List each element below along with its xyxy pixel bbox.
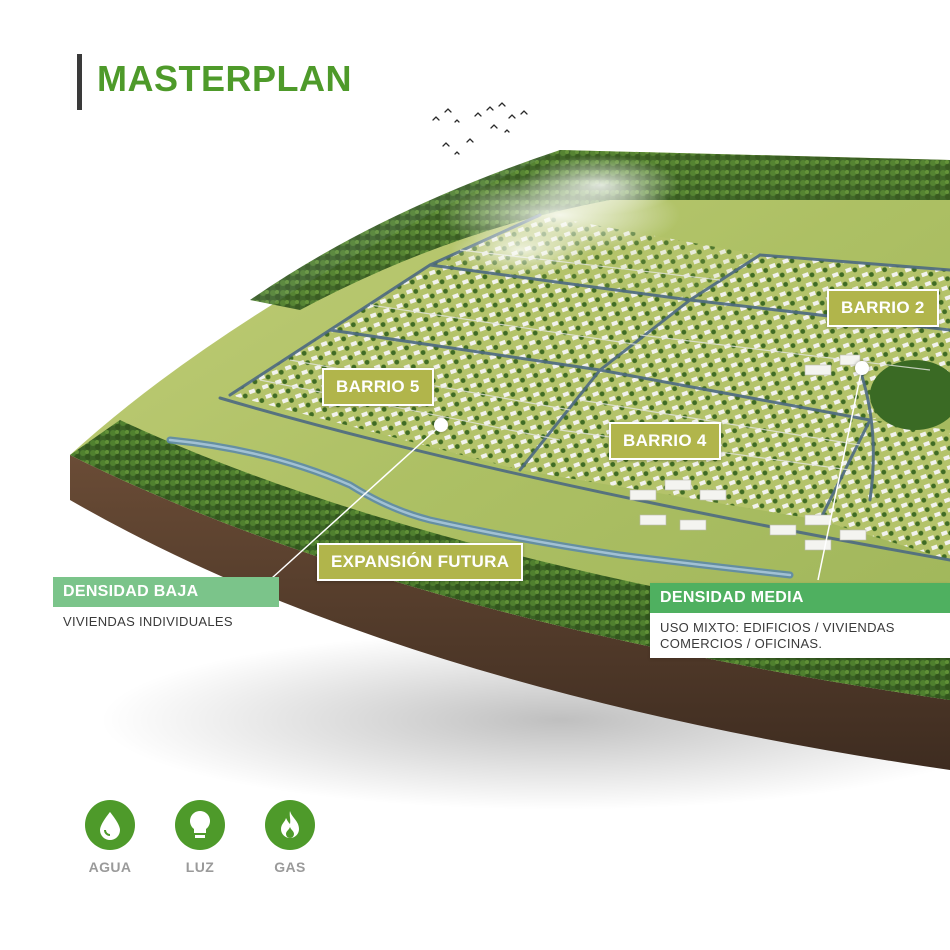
light-bulb-icon xyxy=(175,800,225,850)
title-accent-bar xyxy=(77,54,82,110)
barrio-5-label: BARRIO 5 xyxy=(322,368,434,406)
flame-icon xyxy=(265,800,315,850)
barrio-2-label: BARRIO 2 xyxy=(827,289,939,327)
utility-gas-label: GAS xyxy=(274,859,306,875)
utility-agua-label: AGUA xyxy=(88,859,132,875)
utility-agua: AGUA xyxy=(80,800,140,875)
utility-luz: LUZ xyxy=(170,800,230,875)
barrio-4-label: BARRIO 4 xyxy=(609,422,721,460)
utility-gas: GAS xyxy=(260,800,320,875)
utility-luz-label: LUZ xyxy=(185,859,215,875)
density-low-description: VIVIENDAS INDIVIDUALES xyxy=(63,614,233,629)
barrio-2-marker xyxy=(855,361,869,375)
page-title: MASTERPLAN xyxy=(97,58,352,99)
density-medium-line-1: USO MIXTO: EDIFICIOS / VIVIENDAS xyxy=(660,620,895,635)
birds-icon xyxy=(432,102,528,155)
barrio-5-marker xyxy=(434,418,448,432)
density-medium-box: DENSIDAD MEDIA USO MIXTO: EDIFICIOS / VI… xyxy=(650,583,950,658)
density-low-heading: DENSIDAD BAJA xyxy=(53,577,279,607)
density-medium-description: USO MIXTO: EDIFICIOS / VIVIENDAS COMERCI… xyxy=(650,613,950,658)
expansion-label: EXPANSIÓN FUTURA xyxy=(317,543,524,581)
water-drop-icon xyxy=(85,800,135,850)
density-medium-heading: DENSIDAD MEDIA xyxy=(650,583,950,613)
density-low-box: DENSIDAD BAJA VIVIENDAS INDIVIDUALES xyxy=(53,577,279,636)
density-medium-line-2: COMERCIOS / OFICINAS. xyxy=(660,636,823,651)
